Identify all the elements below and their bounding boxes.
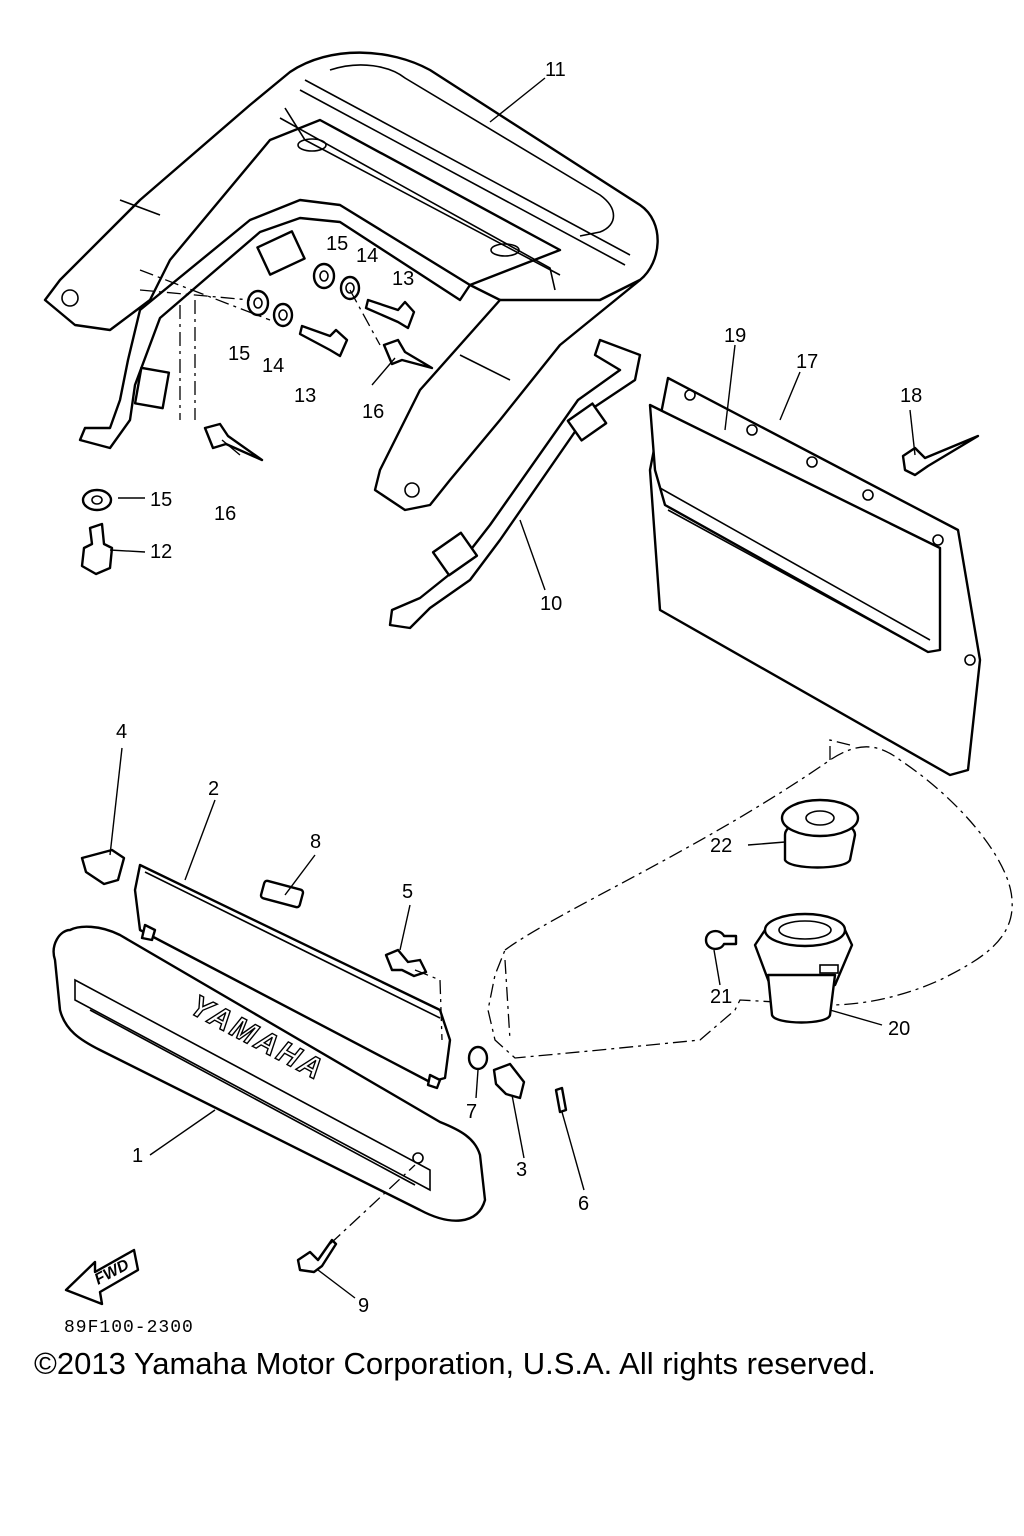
- callout-11: 11: [545, 59, 566, 81]
- callout-13-mid: 13: [294, 385, 316, 407]
- part-9-screw: [296, 1238, 338, 1274]
- callout-7: 7: [466, 1101, 477, 1123]
- callout-5: 5: [402, 881, 413, 903]
- callout-14-mid: 14: [262, 355, 284, 377]
- part-11-rear-carrier: [43, 51, 659, 512]
- callout-15-low: 15: [150, 489, 172, 511]
- callout-16-left: 16: [214, 503, 236, 525]
- callout-19: 19: [724, 325, 746, 347]
- callout-12: 12: [150, 541, 172, 563]
- callout-numbers: 11 15 14 13 15 14 13 16 15 16 12 10 19 1…: [116, 59, 922, 1317]
- forward-direction-arrow: FWD: [64, 1248, 140, 1306]
- callout-22: 22: [710, 835, 732, 857]
- exploded-parts-diagram: YAMAHA: [43, 51, 1013, 1317]
- diagram-code: 89F100-2300: [64, 1318, 194, 1338]
- carrier-hardware: [80, 262, 980, 576]
- part-7-washer: [467, 1045, 489, 1071]
- callout-8: 8: [310, 831, 321, 853]
- callout-4: 4: [116, 721, 127, 743]
- callout-21: 21: [710, 986, 732, 1008]
- callout-13-top: 13: [392, 268, 414, 290]
- part-20-filler-neck: [753, 912, 854, 1024]
- part-21-grommet: [704, 929, 738, 951]
- part-5-fastener: [384, 948, 428, 978]
- callout-3: 3: [516, 1159, 527, 1181]
- part-8-label-plate: [259, 879, 305, 909]
- part-10-support-stay: [78, 198, 642, 630]
- part-22-filler-cap: [780, 798, 860, 869]
- part-4-bracket: [80, 848, 126, 886]
- part-3-clip: [492, 1062, 526, 1100]
- callout-15-mid: 15: [228, 343, 250, 365]
- callout-6: 6: [578, 1193, 589, 1215]
- leader-lines: [109, 77, 916, 1299]
- part-6-pin: [554, 1086, 568, 1114]
- fuel-tank-outline: [487, 739, 1013, 1059]
- callout-9: 9: [358, 1295, 369, 1317]
- callout-18: 18: [900, 385, 922, 407]
- copyright-notice: ©2013 Yamaha Motor Corporation, U.S.A. A…: [34, 1346, 876, 1381]
- callout-16-right: 16: [362, 401, 384, 423]
- callout-2: 2: [208, 778, 219, 800]
- callout-10: 10: [540, 593, 562, 615]
- callout-14-top: 14: [356, 245, 378, 267]
- callout-17: 17: [796, 351, 818, 373]
- part-17-guard-plate: [648, 376, 982, 777]
- callout-20: 20: [888, 1018, 910, 1040]
- callout-1: 1: [132, 1145, 143, 1167]
- callout-15-top: 15: [326, 233, 348, 255]
